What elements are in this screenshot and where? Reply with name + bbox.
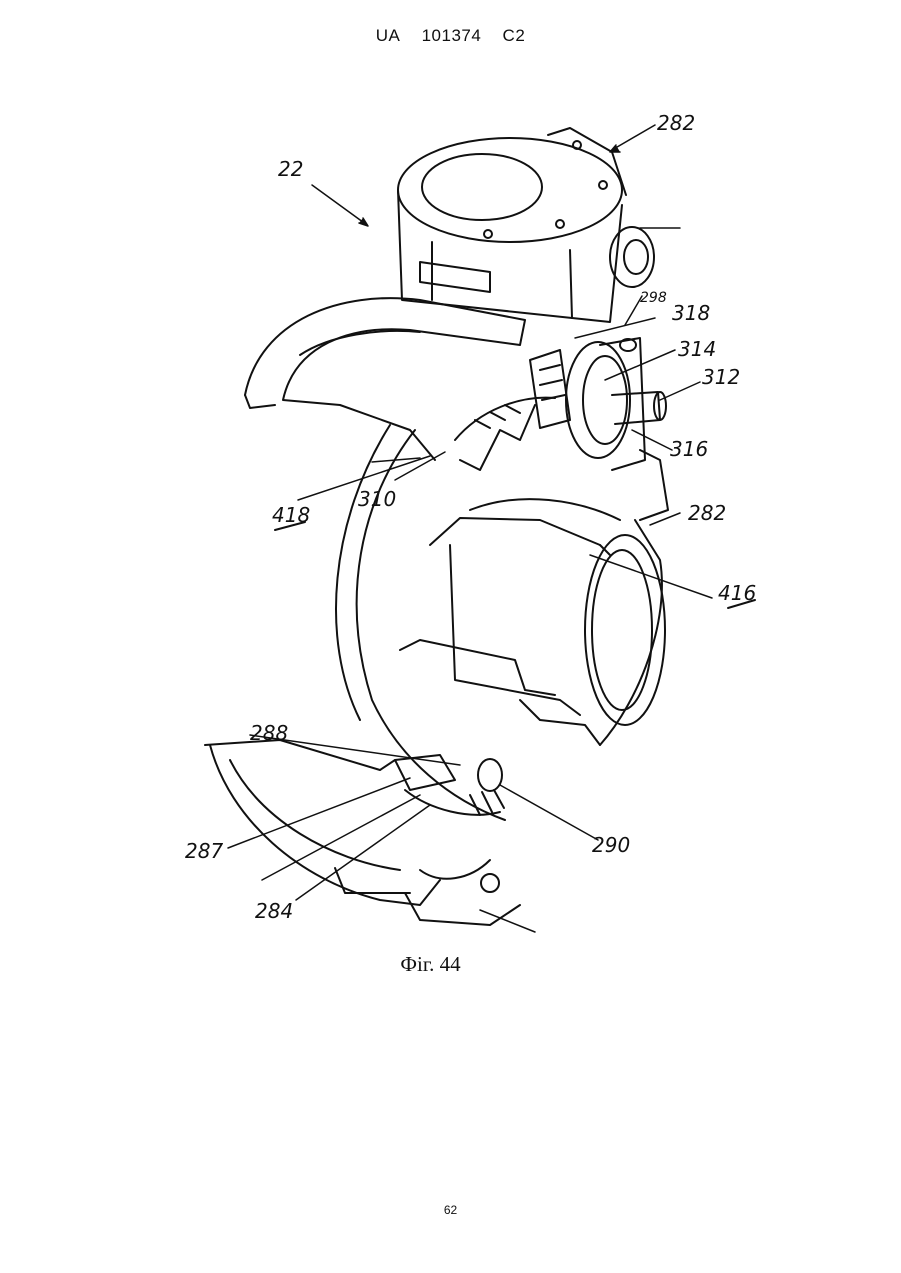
label-312: 312 bbox=[702, 365, 740, 389]
label-284: 284 bbox=[255, 899, 293, 923]
label-298: 298 bbox=[640, 290, 667, 306]
label-316: 316 bbox=[670, 437, 708, 461]
label-282-side: 282 bbox=[688, 501, 726, 525]
reference-underlines bbox=[275, 522, 755, 608]
figure-caption-text: Фіг. 44 bbox=[400, 952, 460, 976]
label-282-top: 282 bbox=[657, 111, 695, 135]
label-287: 287 bbox=[185, 839, 223, 863]
label-310: 310 bbox=[358, 487, 396, 511]
figure-caption: Фіг. 44 bbox=[0, 952, 901, 977]
page-number: 62 bbox=[0, 1203, 901, 1217]
label-290: 290 bbox=[592, 833, 630, 857]
inner-bore bbox=[400, 499, 665, 745]
pinion-assembly bbox=[455, 338, 668, 520]
upper-housing bbox=[398, 128, 654, 322]
label-288: 288 bbox=[250, 721, 288, 745]
outer-ring-housing bbox=[205, 298, 525, 925]
label-418: 418 bbox=[272, 503, 310, 527]
label-314: 314 bbox=[678, 337, 716, 361]
lower-gear-assembly bbox=[395, 755, 504, 892]
label-416: 416 bbox=[718, 581, 756, 605]
label-318: 318 bbox=[672, 301, 710, 325]
label-22: 22 bbox=[278, 157, 303, 181]
